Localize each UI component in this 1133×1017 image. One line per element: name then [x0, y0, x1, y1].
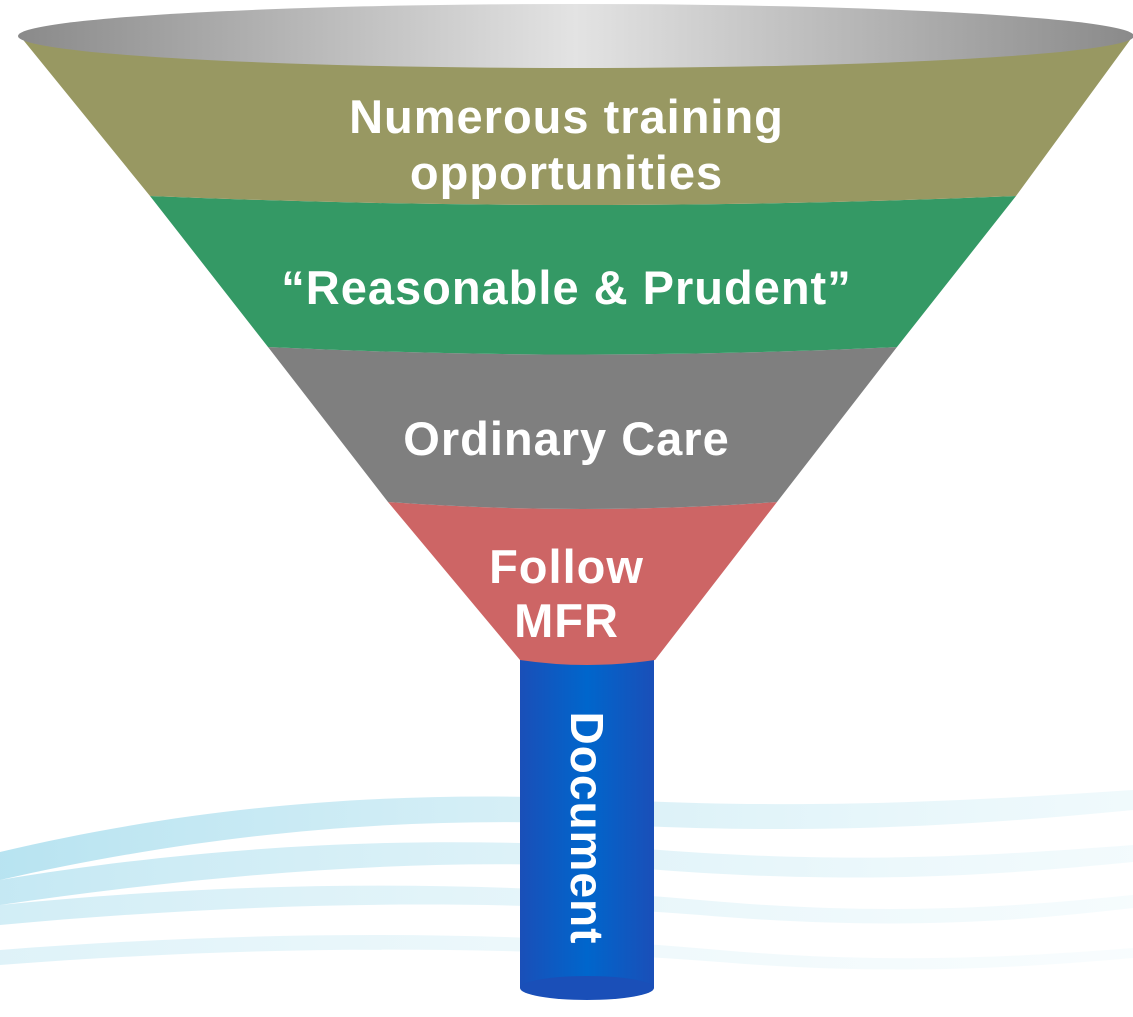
band-training-line2: opportunities	[409, 146, 724, 199]
funnel-band-reasonable-prudent	[150, 196, 1016, 355]
band-follow-line2: MFR	[514, 594, 619, 647]
funnel-band-training	[20, 36, 1133, 205]
band-ordinary-care-label: Ordinary Care	[403, 412, 730, 465]
band-follow-mfr-label: Follow MFR	[0, 540, 1133, 648]
funnel-band-follow-mfr	[388, 502, 777, 665]
funnel-rim	[18, 4, 1133, 68]
band-training-label: Numerous training opportunities	[0, 89, 1133, 201]
band-training-line1: Numerous training	[349, 90, 784, 143]
band-reasonable-prudent-label: “Reasonable & Prudent”	[281, 261, 852, 314]
funnel-band-ordinary-care	[268, 347, 897, 509]
spout-document-label: Document	[561, 711, 613, 945]
funnel-spout	[520, 660, 654, 1000]
band-follow-line1: Follow	[489, 540, 644, 593]
